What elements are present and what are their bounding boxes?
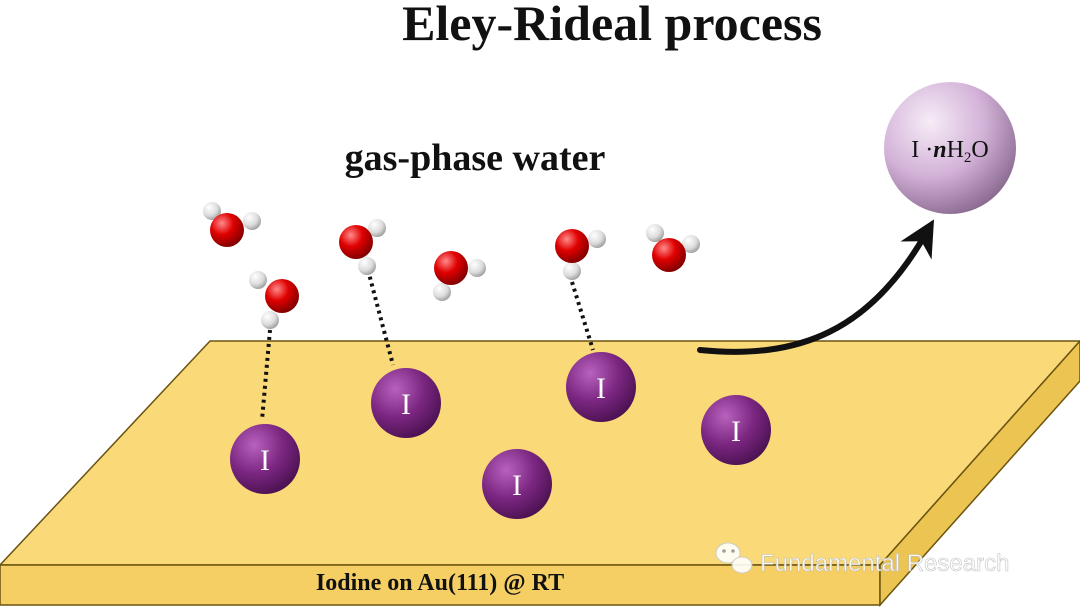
watermark-text: Fundamental Research bbox=[760, 550, 1009, 577]
wechat-icon bbox=[715, 542, 753, 574]
diagram-title: Eley-Rideal process bbox=[402, 0, 822, 51]
gas-phase-label: gas-phase water bbox=[345, 137, 606, 179]
iodine-atom: I bbox=[701, 395, 771, 465]
h-bond-line bbox=[366, 269, 395, 366]
gold-surface bbox=[0, 339, 1080, 607]
product-cluster: I ·nH2O bbox=[884, 82, 1016, 214]
water-molecule bbox=[433, 251, 486, 301]
svg-text:I: I bbox=[512, 469, 522, 502]
svg-text:I: I bbox=[401, 388, 411, 421]
iodine-atom: I bbox=[371, 368, 441, 438]
water-molecule bbox=[203, 202, 261, 247]
water-molecule bbox=[339, 219, 386, 275]
watermark: Fundamental Research bbox=[715, 542, 1010, 577]
desorption-arrow bbox=[697, 219, 935, 355]
iodine-atom: I bbox=[566, 352, 636, 422]
water-molecule bbox=[555, 229, 606, 280]
svg-text:I: I bbox=[731, 415, 741, 448]
water-molecule bbox=[646, 224, 700, 272]
svg-text:I: I bbox=[260, 444, 270, 477]
h-bond-line bbox=[570, 281, 595, 351]
water-molecule bbox=[249, 271, 299, 329]
iodine-atom: I bbox=[230, 424, 300, 494]
surface-side bbox=[879, 339, 1080, 607]
svg-text:I: I bbox=[596, 372, 606, 405]
iodine-atom: I bbox=[482, 449, 552, 519]
product-label: I ·nH2O bbox=[911, 137, 989, 166]
h-bond-line bbox=[260, 329, 272, 421]
hydrogen-bonds bbox=[260, 269, 595, 421]
substrate-label: Iodine on Au(111) @ RT bbox=[316, 570, 564, 596]
